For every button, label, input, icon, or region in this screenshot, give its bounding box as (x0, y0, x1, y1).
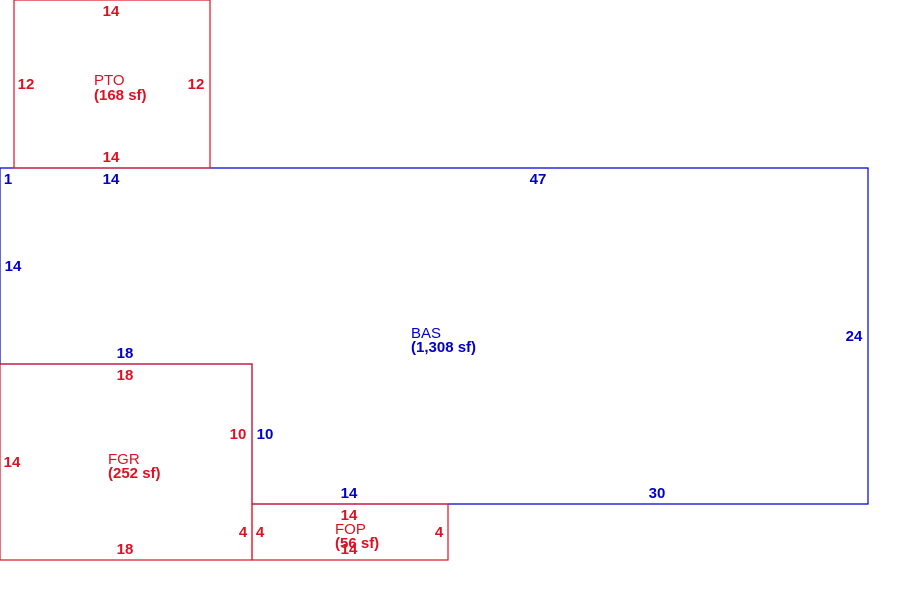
bas-dim-garage-top: 18 (117, 345, 134, 362)
fgr-dim-right-short: 4 (239, 524, 248, 541)
bas-code: BAS (411, 325, 441, 342)
fgr-dim-left: 14 (4, 454, 21, 471)
fop-dim-bottom: 14 (341, 541, 358, 558)
pto-area: (168 sf) (94, 87, 147, 104)
pto-dim-right: 12 (188, 76, 205, 93)
bas-dim-garage-side: 10 (257, 426, 274, 443)
fop-area: (56 sf) (335, 535, 379, 552)
fgr-outline (0, 363, 253, 561)
pto-dim-top: 14 (103, 3, 120, 20)
bas-dim-top-right: 47 (530, 171, 547, 188)
bas-area: (1,308 sf) (411, 339, 476, 356)
pto-code: PTO (94, 72, 125, 89)
fop-dim-top: 14 (341, 507, 358, 524)
bas-dim-left: 14 (5, 258, 22, 275)
fgr-code: FGR (108, 451, 140, 468)
pto-dim-bottom: 14 (103, 149, 120, 166)
fgr-area: (252 sf) (108, 465, 161, 482)
fop-outline (251, 503, 449, 561)
pto-dim-left: 12 (18, 76, 35, 93)
fgr-dim-bottom: 18 (117, 541, 134, 558)
fop-code: FOP (335, 521, 366, 538)
bas-dim-left-short: 1 (4, 171, 12, 188)
bas-dim-porch-top: 14 (341, 485, 358, 502)
fop-dim-left: 4 (256, 524, 265, 541)
fop-dim-right: 4 (435, 524, 444, 541)
bas-dim-top-left: 14 (103, 171, 120, 188)
fgr-dim-right: 10 (230, 426, 247, 443)
bas-dim-right: 24 (846, 328, 863, 345)
bas-dim-bottom-right: 30 (649, 485, 666, 502)
pto-outline (13, 0, 211, 169)
fgr-dim-top: 18 (117, 367, 134, 384)
